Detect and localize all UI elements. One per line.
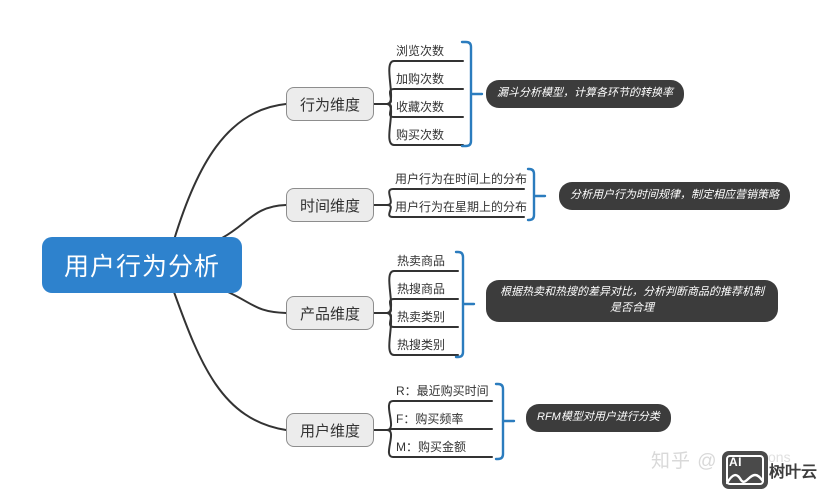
- leaf-node[interactable]: 热搜商品: [397, 282, 446, 296]
- ai-image-icon-frame: [726, 455, 764, 485]
- leaf-node[interactable]: R：最近购买时间: [396, 384, 489, 398]
- branch-label: 产品维度: [299, 305, 360, 323]
- leaf-node[interactable]: 收藏次数: [396, 100, 445, 114]
- branch-node-product[interactable]: 产品维度: [286, 296, 374, 330]
- root-branch-curves: [173, 103, 287, 431]
- annotation-note[interactable]: 漏斗分析模型，计算各环节的转换率: [486, 80, 684, 108]
- leaf-node[interactable]: 热搜类别: [397, 338, 446, 352]
- zhihu-watermark: 知乎 @: [651, 451, 718, 472]
- leaf-node[interactable]: M：购买金额: [396, 440, 466, 454]
- grouping-brackets: [454, 40, 547, 461]
- leaf-node[interactable]: F：购买频率: [396, 412, 464, 426]
- zhihu-watermark-tail: ons: [768, 449, 791, 465]
- annotation-note[interactable]: 根据热卖和热搜的差异对比，分析判断商品的推荐机制是否合理: [486, 280, 778, 322]
- annotation-note[interactable]: 分析用户行为时间规律，制定相应营销策略: [559, 182, 790, 210]
- branch-leaf-connectors: [373, 60, 525, 458]
- leaf-node[interactable]: 浏览次数: [396, 44, 445, 58]
- leaf-node[interactable]: 加购次数: [396, 72, 445, 86]
- brand-name: 树叶云: [769, 464, 818, 481]
- leaf-node[interactable]: 用户行为在时间上的分布: [395, 172, 528, 186]
- branch-label: 用户维度: [299, 422, 360, 440]
- branch-label: 时间维度: [299, 197, 360, 215]
- ai-icon-label: AI: [729, 455, 742, 469]
- branch-label: 行为维度: [299, 96, 360, 114]
- leaf-node[interactable]: 热卖类别: [397, 310, 446, 324]
- leaf-node[interactable]: 购买次数: [396, 128, 445, 142]
- root-node[interactable]: 用户行为分析: [42, 237, 242, 293]
- branch-node-user[interactable]: 用户维度: [286, 413, 374, 447]
- ai-image-icon: AI: [722, 451, 768, 489]
- branch-node-time[interactable]: 时间维度: [286, 188, 374, 222]
- wave-icon: [726, 473, 764, 485]
- annotation-note[interactable]: RFM模型对用户进行分类: [526, 404, 671, 432]
- branch-node-behavior[interactable]: 行为维度: [286, 87, 374, 121]
- leaf-node[interactable]: 热卖商品: [397, 254, 446, 268]
- root-node-label: 用户行为分析: [63, 253, 220, 281]
- leaf-node[interactable]: 用户行为在星期上的分布: [395, 200, 528, 214]
